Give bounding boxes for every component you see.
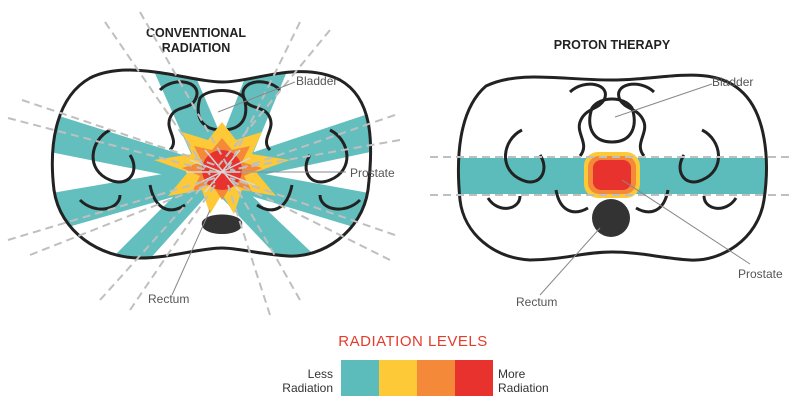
prostate-label-right: Prostate [738,267,783,281]
prostate-label-left: Prostate [350,166,395,180]
femur-left-r [486,195,522,210]
anatomy-right [456,73,768,262]
pelvic-floor-left [148,184,186,212]
proton-beam-edges [430,156,790,196]
leader-lines-right [539,83,751,296]
body-outline-left [50,68,373,260]
legend-less-line2: Radiation [282,381,333,395]
proton-title: PROTON THERAPY [554,38,671,52]
conventional-title-line2: RADIATION [162,41,231,55]
pelvic-floor-left-r [554,189,589,214]
legend-swatch-orange [417,360,455,396]
rectum-left [201,214,243,234]
body-outline-right [456,73,768,262]
femur-right [318,194,362,211]
rectum-label-left: Rectum [148,292,189,306]
leader-lines-left [171,81,346,296]
pelvis-right-side-r [617,82,656,157]
hip-right [304,128,349,184]
legend-less-line1: Less [308,367,333,381]
hip-left-r [504,128,546,184]
legend-swatch-teal [341,360,379,396]
femur-left [78,194,122,211]
radiation-levels-legend: RADIATION LEVELS Less Radiation More Rad… [282,333,549,396]
prostate-right [593,160,631,190]
pelvis-left-side-r [568,82,607,157]
bladder-label-left: Bladder [296,74,337,88]
bladder-outline-right [588,97,636,144]
bladder-label-right: Bladder [712,75,753,89]
legend-title: RADIATION LEVELS [338,333,487,350]
rectum-label-right: Rectum [516,295,557,309]
beam-dashed-edges [7,11,401,316]
hip-right-r [678,128,720,184]
pelvic-floor-right [256,184,294,212]
legend-swatch-yellow [379,360,417,396]
legend-swatches [341,360,493,396]
femur-right-r [702,195,738,210]
conventional-radiation-panel: CONVENTIONAL RADIATION [7,11,401,316]
conventional-title-line1: CONVENTIONAL [146,26,246,40]
legend-swatch-red [455,360,493,396]
legend-more-line1: More [498,367,526,381]
beam-bottom-left [100,170,225,258]
rectum-right [592,199,630,237]
proton-therapy-panel: PROTON THERAPY Bladder [430,38,790,309]
beam-left-upper [52,110,215,185]
pelvis-right-side [241,80,282,152]
pelvis-left-side [158,80,199,152]
legend-more-line2: Radiation [498,381,549,395]
beam-crossing-lines [186,149,258,193]
